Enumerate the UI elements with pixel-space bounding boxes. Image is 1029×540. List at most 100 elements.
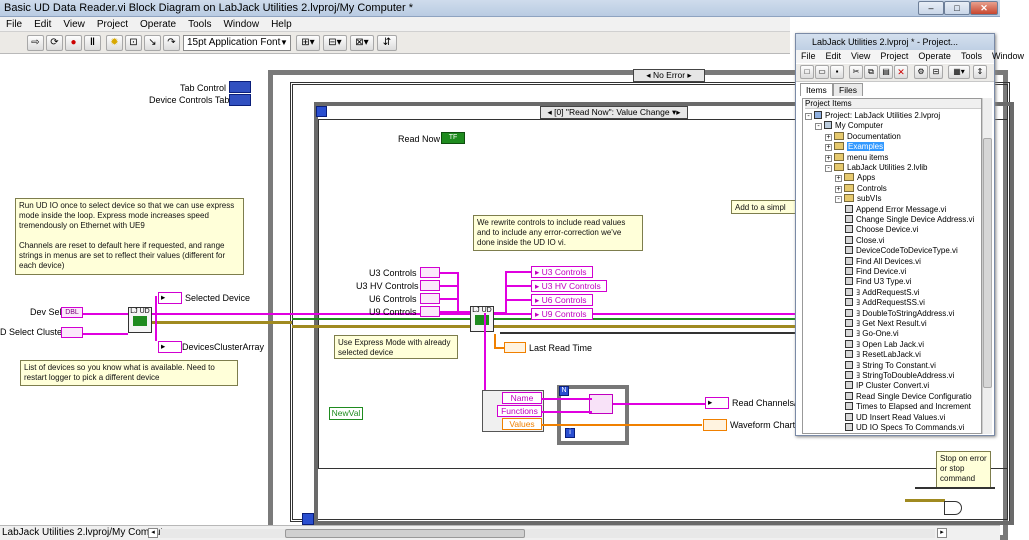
arrange-icon[interactable]: ⇕ xyxy=(973,65,987,79)
tree-item[interactable]: Change Single Device Address.vi xyxy=(845,215,974,225)
project-menu-edit[interactable]: Edit xyxy=(825,51,842,61)
project-menu-file[interactable]: File xyxy=(801,51,816,61)
tree-item[interactable]: ﾖ String To Constant.vi xyxy=(845,360,936,371)
case-structure[interactable] xyxy=(290,82,1010,522)
tree-item[interactable]: +Examples xyxy=(825,142,885,152)
tab-control-terminal[interactable] xyxy=(229,81,251,93)
project-menu-view[interactable]: View xyxy=(851,51,871,61)
tree-item[interactable]: ﾖ StringToDoubleAddress.vi xyxy=(845,371,954,381)
select-cluster-terminal[interactable] xyxy=(61,327,83,338)
scroll-left-icon[interactable]: ◂ xyxy=(148,528,158,538)
u3hv-controls-terminal[interactable] xyxy=(420,280,440,291)
tree-item[interactable]: ﾖ Get Next Result.vi xyxy=(845,319,927,329)
tree-item[interactable]: Choose Device.vi xyxy=(845,225,918,235)
u9-controls-terminal[interactable] xyxy=(420,306,440,317)
tree-item[interactable]: -LabJack Utilities 2.lvlib xyxy=(825,163,927,173)
menu-project[interactable]: Project xyxy=(96,19,128,30)
highlight-execution-icon[interactable]: ✹ xyxy=(106,35,123,51)
tree-item[interactable]: -My Computer xyxy=(815,121,883,131)
device-controls-tab-terminal[interactable] xyxy=(229,94,251,106)
project-tree[interactable]: Project Items -Project: LabJack Utilitie… xyxy=(802,98,982,434)
distribute-icon[interactable]: ⊟▾ xyxy=(323,35,347,51)
menu-tools[interactable]: Tools xyxy=(188,19,212,30)
view-icon[interactable]: ▦▾ xyxy=(948,65,970,79)
project-menu-operate[interactable]: Operate xyxy=(918,51,951,61)
retain-wire-icon[interactable]: ⊡ xyxy=(125,35,142,51)
tree-item[interactable]: +Apps xyxy=(835,173,875,183)
dev-sel-terminal[interactable]: DBL xyxy=(61,307,83,318)
tree-item[interactable]: Find All Devices.vi xyxy=(845,256,921,267)
tree-item[interactable]: ﾖ AddRequestS.vi xyxy=(845,287,920,298)
vertical-scrollbar[interactable] xyxy=(982,98,992,434)
expand-icon[interactable]: + xyxy=(835,185,842,193)
tree-item[interactable]: -subVIs xyxy=(835,194,881,204)
project-explorer-window[interactable]: LabJack Utilities 2.lvproj * - Project..… xyxy=(795,33,1024,436)
u6-controls-terminal[interactable] xyxy=(420,293,440,304)
run-continuous-icon[interactable]: ⟳ xyxy=(46,35,63,51)
tree-item[interactable]: +Controls xyxy=(835,183,887,194)
scroll-right-icon[interactable]: ▸ xyxy=(937,528,947,538)
menu-help[interactable]: Help xyxy=(271,19,292,30)
tree-item[interactable]: Append Error Message.vi xyxy=(845,204,946,215)
pause-icon[interactable]: ‖ xyxy=(84,35,101,51)
menu-edit[interactable]: Edit xyxy=(34,19,52,30)
collapse-icon[interactable]: - xyxy=(815,123,822,131)
tree-item[interactable]: ﾖ Open Lab Jack.vi xyxy=(845,339,924,350)
menu-operate[interactable]: Operate xyxy=(139,19,177,30)
close-button[interactable]: ✕ xyxy=(970,1,998,15)
paste-icon[interactable]: ▤ xyxy=(879,65,893,79)
expand-icon[interactable]: + xyxy=(825,144,832,152)
tree-item[interactable]: +menu items xyxy=(825,152,888,163)
tree-item[interactable]: ﾖ Go-One.vi xyxy=(845,329,899,339)
tab-files[interactable]: Files xyxy=(833,83,863,96)
menu-view[interactable]: View xyxy=(63,19,85,30)
menu-file[interactable]: File xyxy=(6,19,23,30)
delete-icon[interactable]: ✕ xyxy=(894,65,908,79)
tree-item[interactable]: Times to Elapsed and Increment xyxy=(845,402,971,412)
expand-icon[interactable]: + xyxy=(835,175,842,183)
properties-icon[interactable]: ⚙ xyxy=(914,65,928,79)
tree-item[interactable]: Find Device.vi xyxy=(845,267,906,277)
horizontal-scrollbar[interactable] xyxy=(160,529,935,538)
tree-item[interactable]: ﾖ AddRequestSS.vi xyxy=(845,298,925,308)
tree-item[interactable]: DeviceCodeToDeviceType.vi xyxy=(845,246,958,256)
align-icon[interactable]: ⊞▾ xyxy=(296,35,320,51)
cut-icon[interactable]: ✂ xyxy=(849,65,863,79)
expand-icon[interactable]: + xyxy=(825,133,832,141)
u3-controls-terminal[interactable] xyxy=(420,267,440,278)
tree-item[interactable]: ﾖ DoubleToStringAddress.vi xyxy=(845,308,954,319)
scroll-thumb[interactable] xyxy=(285,529,525,538)
project-menu-tools[interactable]: Tools xyxy=(960,51,982,61)
tree-item[interactable]: UD IO Specs To Commands.vi xyxy=(845,423,964,433)
tab-items[interactable]: Items xyxy=(800,83,833,96)
step-into-icon[interactable]: ↘ xyxy=(144,35,161,51)
open-icon[interactable]: ▭ xyxy=(815,65,829,79)
case-selector[interactable]: ◂ No Error ▸ xyxy=(633,69,705,82)
build-icon[interactable]: ⊟ xyxy=(929,65,943,79)
tree-item[interactable]: +Documentation xyxy=(825,131,901,142)
abort-icon[interactable]: ● xyxy=(65,35,82,51)
step-over-icon[interactable]: ↷ xyxy=(163,35,180,51)
scroll-thumb[interactable] xyxy=(983,138,992,388)
resize-icon[interactable]: ⊠▾ xyxy=(350,35,374,51)
tree-item[interactable]: UD Insert Read Values.vi xyxy=(845,412,945,423)
lj-ud-subvi-1[interactable]: LJ UD xyxy=(128,307,152,333)
collapse-icon[interactable]: - xyxy=(825,165,832,172)
tree-item[interactable]: Find U3 Type.vi xyxy=(845,277,911,287)
minimize-button[interactable]: – xyxy=(918,1,944,15)
maximize-button[interactable]: □ xyxy=(944,1,970,15)
tree-item[interactable]: -Project: LabJack Utilities 2.lvproj xyxy=(805,111,940,121)
project-menu-window[interactable]: Window xyxy=(991,51,1024,61)
collapse-icon[interactable]: - xyxy=(805,113,812,120)
expand-icon[interactable]: + xyxy=(825,154,832,162)
copy-icon[interactable]: ⧉ xyxy=(864,65,878,79)
event-case-selector[interactable]: ◂ [0] "Read Now": Value Change ▾▸ xyxy=(540,106,688,119)
read-now-terminal[interactable]: TF xyxy=(441,132,465,144)
lj-ud-subvi-2[interactable]: LJ UD xyxy=(470,306,494,332)
collapse-icon[interactable]: - xyxy=(835,196,842,204)
tree-item[interactable]: IP Cluster Convert.vi xyxy=(845,381,929,391)
new-icon[interactable]: □ xyxy=(800,65,814,79)
tree-item[interactable]: ﾖ ResetLabJack.vi xyxy=(845,350,921,360)
project-menu-project[interactable]: Project xyxy=(880,51,909,61)
menu-window[interactable]: Window xyxy=(223,19,260,30)
